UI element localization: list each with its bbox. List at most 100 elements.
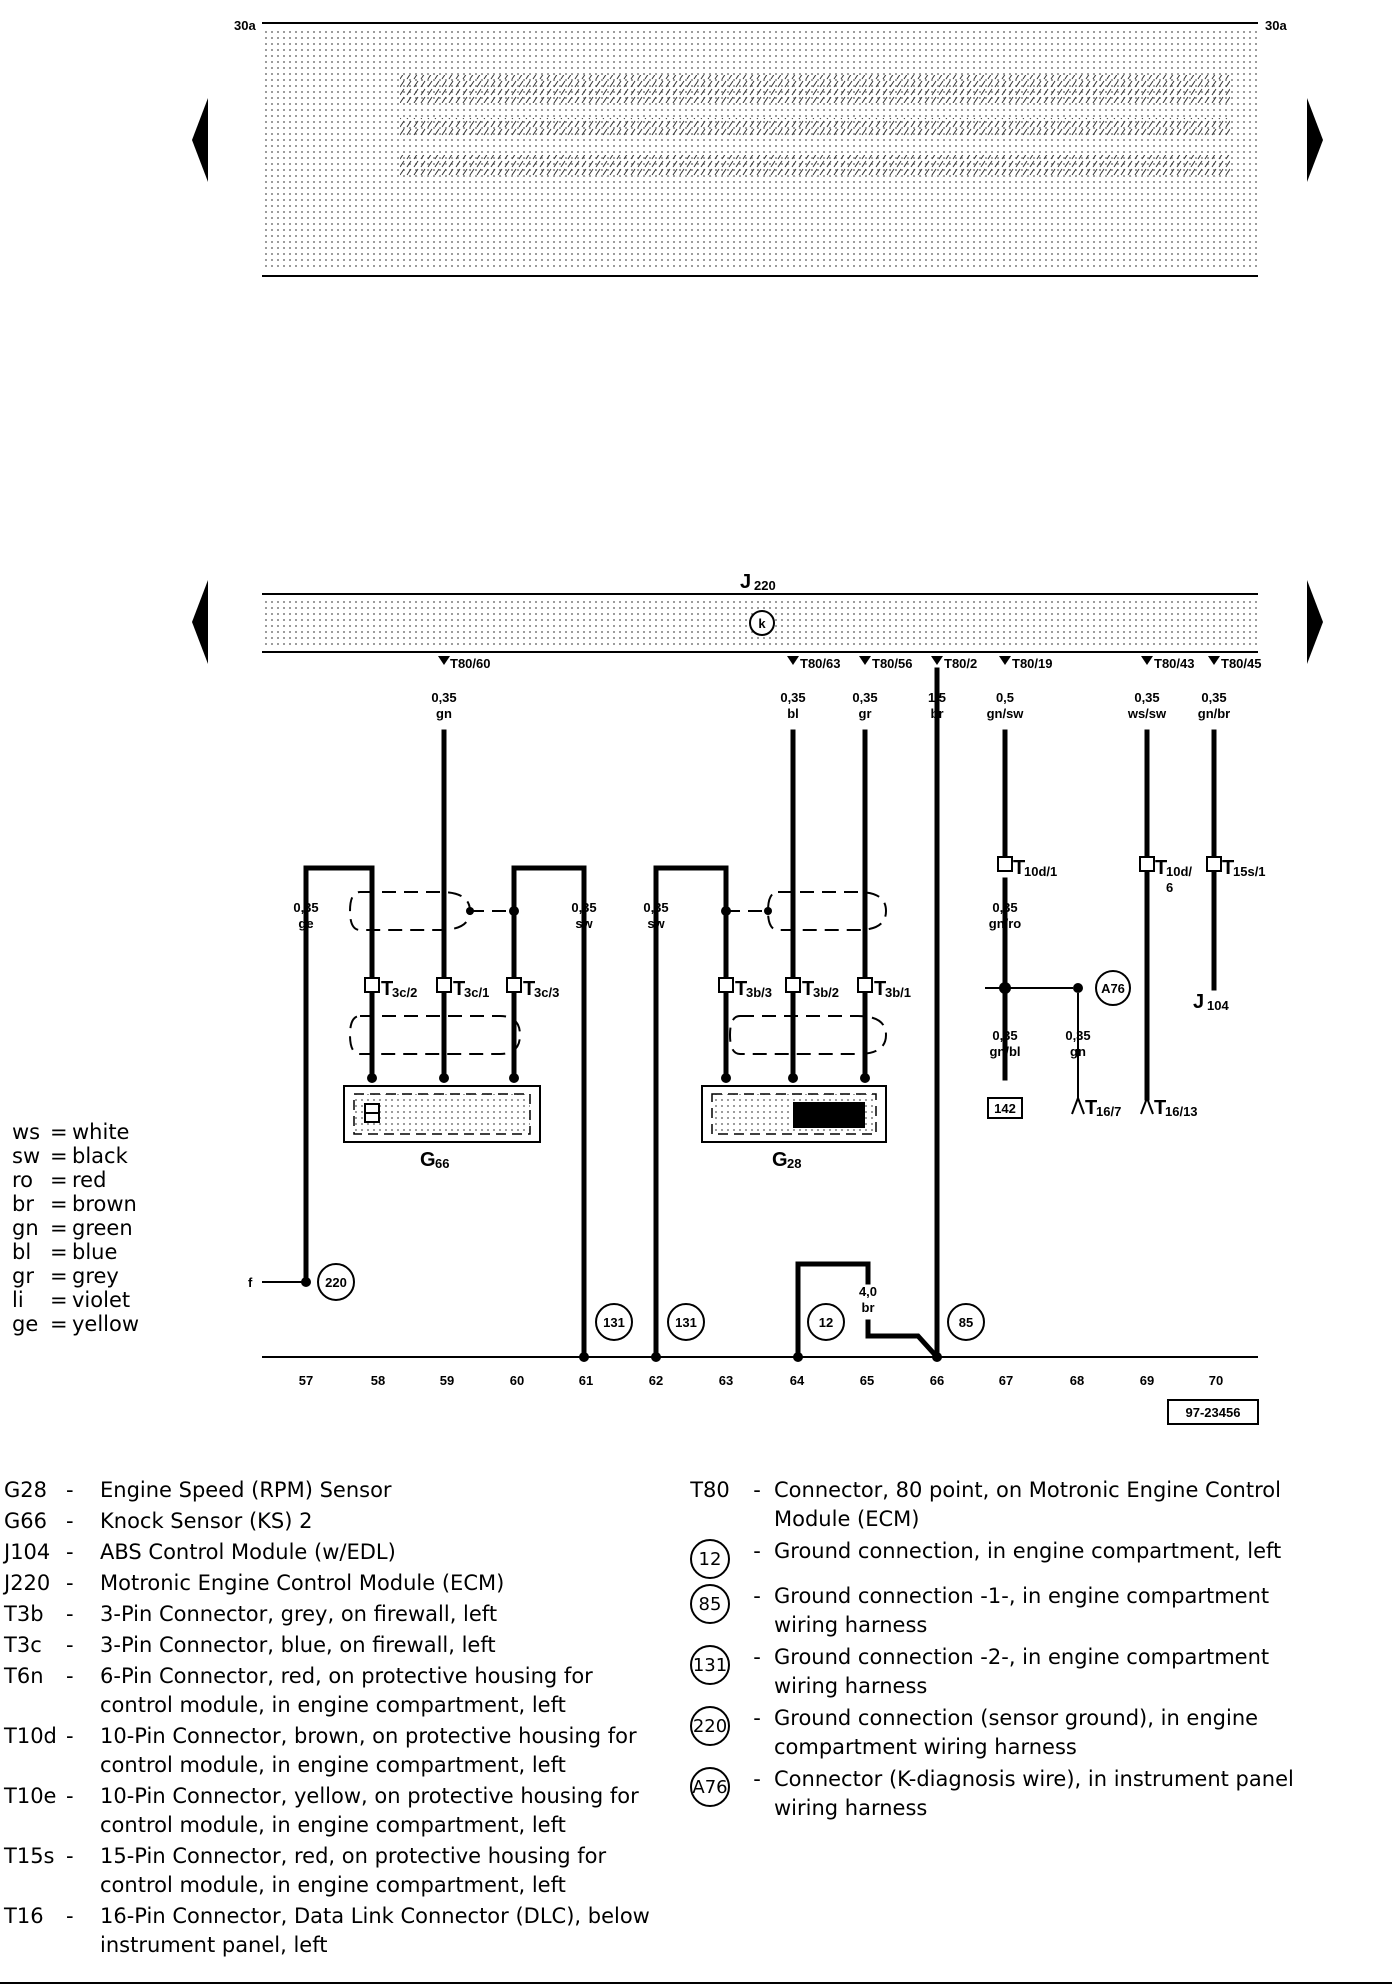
k-symbol: k	[758, 616, 766, 631]
shield-loops	[348, 891, 888, 1055]
wire-br-64-65	[795, 1261, 871, 1360]
shield-g28-top	[766, 891, 888, 931]
ecm-pins: T80/60 T80/63 T80/56 T80/2 T80/19 T80/43…	[438, 656, 1261, 671]
color-row: ro=red	[12, 1168, 107, 1192]
ground-131-icon	[595, 1303, 633, 1341]
legend-item: 220-Ground connection (sensor ground), i…	[680, 1704, 1320, 1762]
shield-g66-bottom	[348, 1015, 522, 1055]
legend-item: G66-Knock Sensor (KS) 2	[4, 1509, 313, 1533]
legend-item: T15s-15-Pin Connector, red, on protectiv…	[4, 1844, 607, 1897]
wire-67-bottom-color: gn/bl	[989, 1044, 1020, 1059]
ground-12-icon	[807, 1303, 845, 1341]
svg-text:T: T	[735, 978, 747, 1000]
legend-grounds: T80-Connector, 80 point, on Motronic Eng…	[680, 1476, 1320, 1826]
legend-components: G28-Engine Speed (RPM) Sensor G66-Knock …	[4, 1476, 664, 1962]
ecm-label-sub: 220	[754, 578, 776, 593]
pin-t3b-2: 3b/2	[813, 985, 839, 1000]
track-66: 66	[930, 1373, 944, 1388]
box-142: 142	[987, 1097, 1023, 1119]
pin-t3c-2: 3c/2	[392, 985, 417, 1000]
wire-67-lower-size: 0,35	[992, 900, 1017, 915]
wires	[303, 667, 1217, 1361]
grounds: f 220 131 131 12 85	[248, 1263, 985, 1341]
track-numbers: 57 58 59 60 61 62 63 64 65 66 67 68 69 7…	[299, 1373, 1223, 1388]
svg-text:T: T	[1085, 1097, 1097, 1119]
pin-t3c-3: 3c/3	[534, 985, 559, 1000]
legend-item-t80: T80-Connector, 80 point, on Motronic Eng…	[690, 1478, 1281, 1531]
a76-legend-icon: A76	[690, 1767, 730, 1807]
legend-item: T16-16-Pin Connector, Data Link Connecto…	[4, 1904, 650, 1957]
track-68: 68	[1070, 1373, 1084, 1388]
ecm-j220: J 220 k	[192, 571, 1323, 664]
color-row: ge=yellow	[12, 1312, 140, 1336]
wire-62-color: sw	[647, 916, 665, 931]
wire-65-ground-color: br	[862, 1300, 875, 1315]
component-j104: J 104	[1193, 991, 1229, 1013]
legend-item: J220-Motronic Engine Control Module (ECM…	[4, 1571, 505, 1595]
pin-t3c-1: 3c/1	[464, 985, 489, 1000]
wire-61-size: 0,35	[571, 900, 596, 915]
connector-t3c: T 3c/2 T 3c/1 T 3c/3	[364, 977, 559, 1000]
connector-t3b: T 3b/3 T 3b/2 T 3b/1	[718, 977, 911, 1000]
track-65: 65	[860, 1373, 874, 1388]
pin-t80-56: T80/56	[872, 656, 912, 671]
svg-text:G: G	[772, 1149, 788, 1171]
svg-text:G: G	[420, 1149, 436, 1171]
wire-67-lower-color: gn/ro	[989, 916, 1022, 931]
wire-69-size: 0,35	[1134, 690, 1159, 705]
track-63: 63	[719, 1373, 733, 1388]
legend-item: T10e-10-Pin Connector, yellow, on protec…	[4, 1784, 639, 1837]
wire-67-color: gn/sw	[987, 706, 1025, 721]
wire-57-color: ge	[298, 916, 313, 931]
wire-69-color: ws/sw	[1127, 706, 1167, 721]
top-left-30a: 30a	[234, 18, 256, 33]
color-row: br=brown	[12, 1192, 137, 1216]
pin-t80-63: T80/63	[800, 656, 840, 671]
legend-item: T6n-6-Pin Connector, red, on protective …	[4, 1664, 593, 1717]
ground-131-legend-icon: 131	[690, 1645, 730, 1685]
legend-item: 12-Ground connection, in engine compartm…	[680, 1537, 1320, 1579]
shield-g28-bottom	[728, 1015, 888, 1055]
ecm-label: J	[740, 571, 751, 593]
connector-t16-13: T 16/13	[1140, 1095, 1198, 1119]
ground-220-icon	[317, 1263, 355, 1301]
color-row: gn=green	[12, 1216, 133, 1240]
wire-70-size: 0,35	[1201, 690, 1226, 705]
wire-sw-61	[511, 865, 587, 1360]
wire-65-color: gr	[859, 706, 872, 721]
f-label: f	[248, 1275, 253, 1290]
svg-text:T: T	[802, 978, 814, 1000]
wire-59-size: 0,35	[431, 690, 456, 705]
junction-dots	[301, 906, 1083, 1362]
pin-t16-7: 16/7	[1096, 1104, 1121, 1119]
ground-85-icon	[947, 1303, 985, 1341]
track-59: 59	[440, 1373, 454, 1388]
connector-a76: A76	[1095, 970, 1131, 1006]
g28-label: 28	[787, 1156, 801, 1171]
wire-64-color: bl	[787, 706, 799, 721]
wire-br-65-66	[865, 1319, 941, 1361]
svg-text:T: T	[1013, 857, 1025, 879]
mid-wire-labels: 0,35 gn/ro 0,35 gn/bl 0,35 gn 4,0 br	[859, 900, 1091, 1315]
pin-t80-43: T80/43	[1154, 656, 1194, 671]
bottom-rule	[0, 1982, 1392, 1984]
k-line-icon	[749, 610, 775, 636]
wire-g66-shield-58	[303, 865, 375, 1081]
track-58: 58	[371, 1373, 385, 1388]
wire-64-size: 0,35	[780, 690, 805, 705]
track-64: 64	[790, 1373, 805, 1388]
wire-67-bottom-size: 0,35	[992, 1028, 1017, 1043]
color-row: ws=white	[12, 1120, 130, 1144]
svg-text:T: T	[381, 978, 393, 1000]
color-row: gr=grey	[12, 1264, 119, 1288]
wire-67-size: 0,5	[996, 690, 1014, 705]
diagram-code: 97-23456	[1167, 1399, 1259, 1425]
connector-t16-7: T 16/7	[1071, 1095, 1121, 1119]
track-70: 70	[1209, 1373, 1223, 1388]
track-62: 62	[649, 1373, 663, 1388]
connector-t15s-1: T 15s/1	[1206, 856, 1266, 879]
j104-label: 104	[1207, 998, 1229, 1013]
sensor-g66: G 66	[343, 1085, 541, 1171]
svg-text:T: T	[1222, 857, 1234, 879]
next-page-arrow-icon	[1307, 98, 1323, 182]
